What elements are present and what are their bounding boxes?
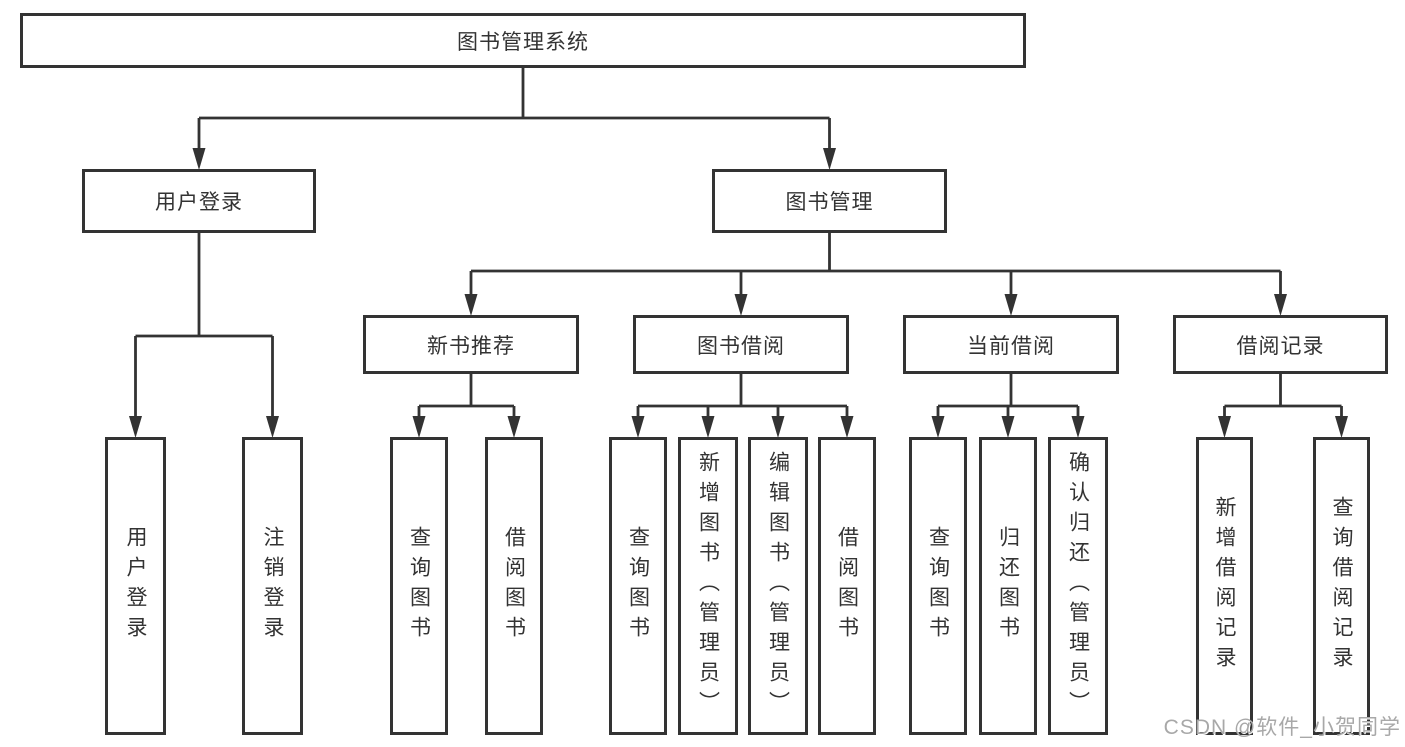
node-borrow: 图书借阅 (633, 315, 849, 374)
node-rec: 新书推荐 (363, 315, 579, 374)
node-label: 借阅记录 (1236, 334, 1325, 358)
node-label: 查询图书 (926, 526, 950, 646)
arrowhead-icon (507, 416, 521, 438)
node-label: 归还图书 (996, 526, 1020, 646)
node-current-confirm: 确认归还（管理员） (1048, 437, 1108, 735)
node-records-query: 查询借阅记录 (1313, 437, 1370, 735)
node-borrow-query: 查询图书 (609, 437, 667, 735)
arrowhead-icon (1274, 294, 1287, 316)
node-label: 图书借阅 (697, 334, 785, 358)
node-label: 确认归还（管理员） (1066, 451, 1090, 721)
arrowhead-icon (1001, 416, 1015, 438)
node-label: 新书推荐 (427, 334, 515, 358)
arrowhead-icon (1218, 416, 1231, 438)
watermark-text: CSDN @软件_小贺同学 (1163, 716, 1401, 739)
arrowhead-icon (412, 416, 426, 438)
node-borrow-add: 新增图书（管理员） (678, 437, 738, 735)
arrowhead-icon (129, 416, 142, 438)
node-label: 查询借阅记录 (1330, 496, 1353, 676)
watermark: CSDN @软件_小贺同学 (1164, 711, 1401, 741)
node-label: 查询图书 (626, 526, 650, 646)
arrowhead-icon (1335, 416, 1348, 438)
arrowhead-icon (931, 416, 945, 438)
node-label: 查询图书 (407, 526, 431, 646)
node-label: 新增图书（管理员） (696, 451, 720, 721)
node-records: 借阅记录 (1173, 315, 1388, 374)
node-label: 图书管理系统 (457, 30, 589, 54)
node-label: 当前借阅 (967, 334, 1055, 358)
arrowhead-icon (701, 416, 715, 438)
node-label: 用户登录 (155, 191, 243, 214)
node-current-query: 查询图书 (909, 437, 967, 735)
arrowhead-icon (840, 416, 854, 438)
node-mgmt: 图书管理 (712, 169, 947, 233)
arrowhead-icon (1004, 294, 1018, 316)
arrowhead-icon (1071, 416, 1085, 438)
node-label: 用户登录 (124, 526, 147, 646)
node-label: 注销登录 (261, 526, 284, 646)
arrowhead-icon (771, 416, 785, 438)
node-current-return: 归还图书 (979, 437, 1037, 735)
arrowhead-icon (631, 416, 645, 438)
node-borrow-borrow: 借阅图书 (818, 437, 876, 735)
node-records-add: 新增借阅记录 (1196, 437, 1253, 735)
node-current: 当前借阅 (903, 315, 1119, 374)
node-borrow-edit: 编辑图书（管理员） (748, 437, 808, 735)
node-rec-borrow: 借阅图书 (485, 437, 543, 735)
node-label: 新增借阅记录 (1213, 496, 1236, 676)
node-login: 用户登录 (82, 169, 316, 233)
arrowhead-icon (734, 294, 748, 316)
arrowhead-icon (464, 294, 478, 316)
node-label: 图书管理 (785, 191, 874, 214)
node-login-logout: 注销登录 (242, 437, 303, 735)
node-label: 借阅图书 (835, 526, 859, 646)
arrowhead-icon (192, 148, 206, 170)
arrowhead-icon (823, 148, 836, 170)
node-label: 借阅图书 (502, 526, 526, 646)
node-label: 编辑图书（管理员） (766, 451, 790, 721)
node-login-user: 用户登录 (105, 437, 166, 735)
node-rec-query: 查询图书 (390, 437, 448, 735)
arrowhead-icon (266, 416, 279, 438)
node-root: 图书管理系统 (20, 13, 1026, 68)
